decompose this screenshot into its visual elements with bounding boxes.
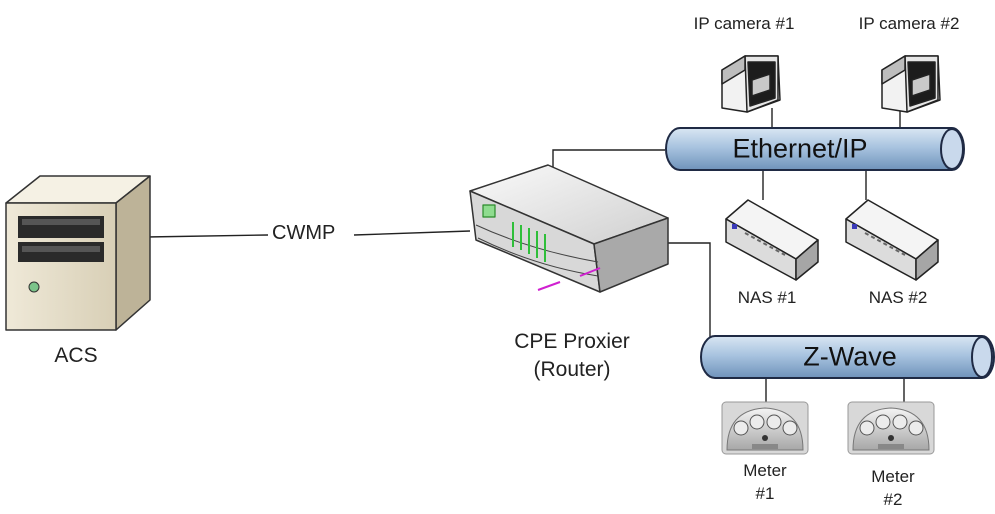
meter1-label-line2: #1 — [755, 484, 775, 503]
router-icon — [469, 164, 669, 293]
zwave-bus-label: Z-Wave — [803, 341, 897, 372]
ethernet-bus-label: Ethernet/IP — [732, 133, 868, 164]
link-cwmp-cpe — [353, 230, 471, 236]
cam1-label: IP camera #1 — [693, 14, 795, 33]
nas-box-icon-1 — [725, 199, 819, 281]
nas1-label: NAS #1 — [737, 288, 797, 307]
ip-camera-icon-1 — [721, 55, 781, 113]
meter-dial-icon-2 — [847, 401, 935, 455]
meter-dial-icon-1 — [721, 401, 809, 455]
link-cpe-ethernet — [552, 149, 665, 175]
meter2-label-line2: #2 — [883, 490, 903, 509]
server-tower-icon — [5, 175, 151, 331]
ethernet-bus — [665, 127, 965, 171]
link-cpe-zwave — [668, 242, 711, 338]
cpe-label-line1: CPE Proxier — [514, 330, 630, 353]
meter1-label-line1: Meter — [743, 461, 787, 480]
nas-box-icon-2 — [845, 199, 939, 281]
cpe-label-line2: (Router) — [533, 358, 611, 381]
cwmp-label: CWMP — [270, 222, 338, 245]
link-acs-cwmp — [145, 234, 269, 238]
meter2-label-line1: Meter — [871, 467, 915, 486]
zwave-bus — [700, 335, 995, 379]
ip-camera-icon-2 — [881, 55, 941, 113]
cam2-label: IP camera #2 — [858, 14, 960, 33]
nas2-label: NAS #2 — [868, 288, 928, 307]
acs-label: ACS — [54, 344, 98, 367]
